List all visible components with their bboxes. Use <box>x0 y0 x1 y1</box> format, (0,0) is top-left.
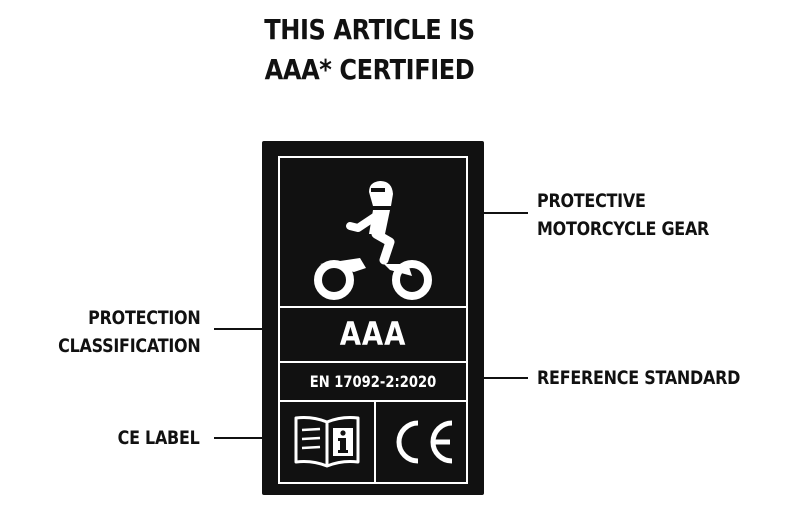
ce-mark-icon <box>396 420 453 464</box>
standard-value: EN 17092-2:2020 <box>309 372 437 391</box>
label-frame: AAA EN 17092-2:2020 <box>278 156 468 484</box>
user-manual-info-icon <box>294 416 360 468</box>
callout-protection-classification: PROTECTION CLASSIFICATION <box>57 304 201 360</box>
divider-top <box>280 306 466 308</box>
callout-reference-standard: REFERENCE STANDARD <box>537 367 741 389</box>
callout-gear-line-1: PROTECTIVE <box>537 190 646 212</box>
callout-protective-gear: PROTECTIVE MOTORCYCLE GEAR <box>537 187 709 243</box>
title-line-1: THIS ARTICLE IS <box>264 13 475 46</box>
callout-classification-line-1: PROTECTION <box>87 307 201 329</box>
page-title: THIS ARTICLE IS AAA* CERTIFIED <box>224 10 516 90</box>
classification-value: AAA <box>339 315 407 353</box>
leader-line-ce <box>214 437 262 439</box>
leader-line-classification <box>214 328 262 330</box>
callout-ce-label: CE LABEL <box>118 427 200 449</box>
motorcycle-rider-icon <box>314 181 432 300</box>
divider-bottom <box>280 400 466 402</box>
divider-middle <box>280 361 466 363</box>
certification-label: AAA EN 17092-2:2020 <box>262 141 484 495</box>
divider-vertical <box>374 400 376 482</box>
title-line-2: AAA* CERTIFIED <box>264 53 475 86</box>
callout-gear-line-2: MOTORCYCLE GEAR <box>537 218 710 240</box>
callout-classification-line-2: CLASSIFICATION <box>57 335 201 357</box>
leader-line-standard <box>484 377 528 379</box>
leader-line-gear <box>484 212 528 214</box>
